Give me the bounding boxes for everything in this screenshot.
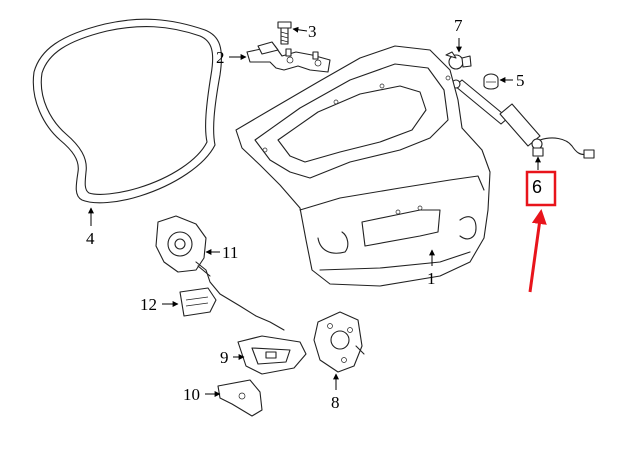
callout-12: 12 xyxy=(140,295,157,314)
liftgate-panel xyxy=(235,45,491,287)
callout-5: 5 xyxy=(516,71,525,90)
callout-7: 7 xyxy=(454,16,463,35)
leader-3 xyxy=(292,26,308,33)
highlight-box xyxy=(525,170,557,207)
highlight-annotation xyxy=(525,170,557,293)
release-actuator xyxy=(155,215,285,331)
ball-stud xyxy=(445,51,472,70)
callout-9: 9 xyxy=(220,348,229,367)
liftgate-hinge xyxy=(246,41,331,73)
callout-3: 3 xyxy=(308,22,317,41)
highlight-arrow xyxy=(528,209,547,293)
callout-11: 11 xyxy=(222,243,238,262)
callout-8: 8 xyxy=(331,393,340,412)
hinge-bolt xyxy=(277,21,292,45)
callout-10: 10 xyxy=(183,385,200,404)
callout-2: 2 xyxy=(216,48,225,67)
liftgate-latch xyxy=(313,311,365,373)
weatherstrip-seal xyxy=(32,18,223,204)
callout-6: 6 xyxy=(532,177,542,197)
lift-support-strut xyxy=(451,79,595,159)
leader-lines xyxy=(88,26,541,397)
callout-labels: 3 2 7 5 4 11 1 12 9 10 8 6 xyxy=(86,16,542,412)
rubber-bumper xyxy=(483,73,499,90)
callout-1: 1 xyxy=(427,269,436,288)
striker-bracket xyxy=(217,379,263,417)
liftgate-handle xyxy=(237,335,307,375)
release-switch xyxy=(179,287,217,317)
callout-4: 4 xyxy=(86,229,95,248)
